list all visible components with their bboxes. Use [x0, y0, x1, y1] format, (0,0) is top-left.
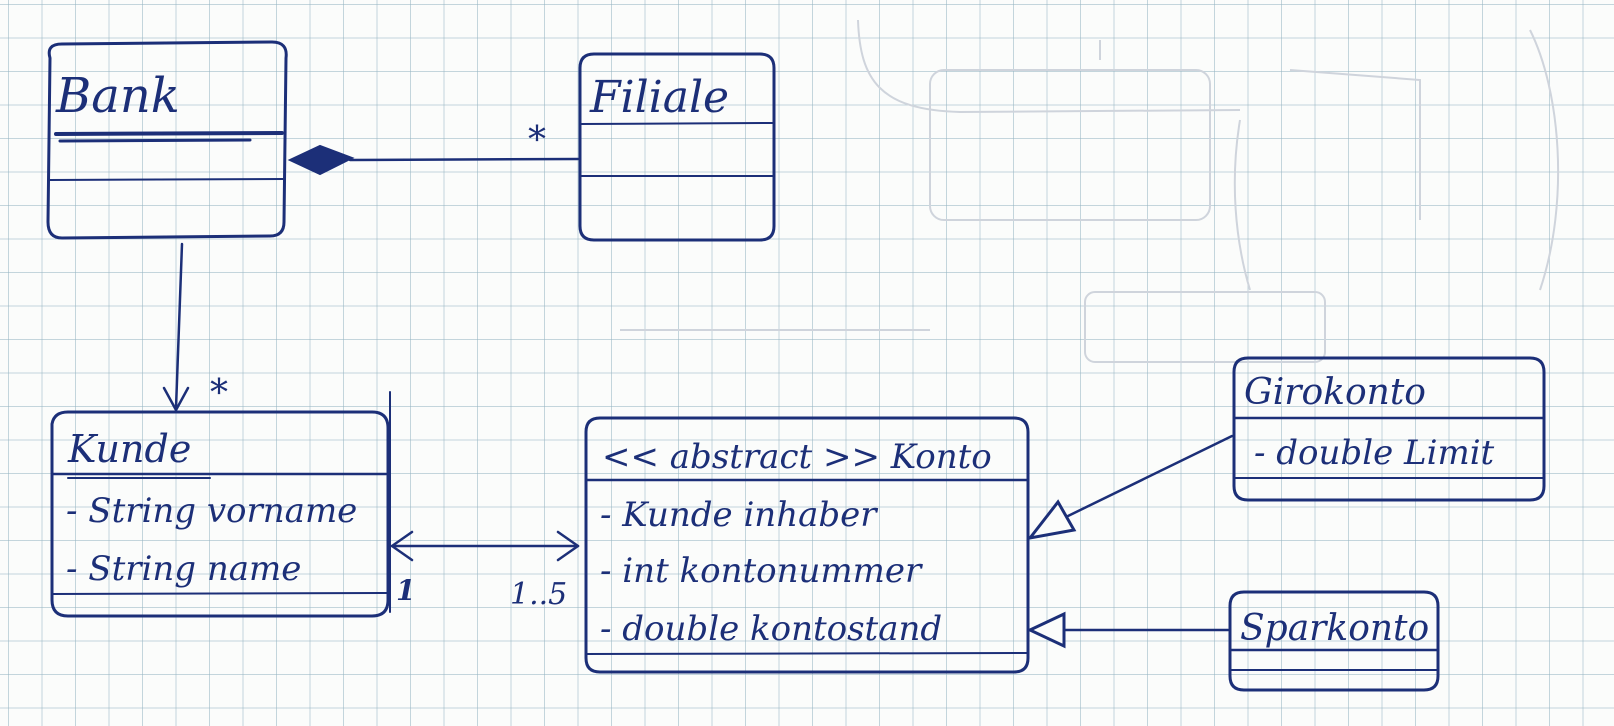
class-girokonto: Girokonto - double Limit [1232, 356, 1546, 502]
class-name-bank: Bank [55, 68, 180, 124]
association-bank-kunde: * [162, 242, 228, 414]
attribute-konto-kontonummer: - int kontonummer [600, 551, 923, 591]
inheritance-triangle-icon [1026, 499, 1077, 541]
generalization-girokonto-konto [1026, 434, 1234, 541]
arrowhead-icon [162, 386, 190, 412]
erased-sketch [620, 19, 1560, 363]
multiplicity-konto-end: 1..5 [510, 577, 567, 612]
attribute-konto-inhaber: - Kunde inhaber [600, 495, 878, 535]
multiplicity-kunde: * [210, 373, 228, 414]
arrowhead-left-icon [390, 530, 414, 562]
attribute-girokonto-limit: - double Limit [1254, 433, 1495, 473]
class-bank: Bank [46, 40, 288, 240]
composition-bank-filiale: * [287, 120, 580, 176]
class-name-sparkonto: Sparkonto [1240, 608, 1429, 649]
multiplicity-filiale: * [528, 120, 546, 161]
attribute-kunde-vorname: - String vorname [66, 491, 357, 531]
generalization-sparkonto-konto [1026, 611, 1230, 649]
association-kunde-konto: 1 1..5 [390, 530, 580, 612]
arrowhead-right-icon [556, 530, 580, 562]
class-name-kunde: Kunde [67, 427, 191, 471]
attribute-kunde-name: - String name [66, 549, 301, 589]
class-name-girokonto: Girokonto [1244, 372, 1426, 413]
class-filiale: Filiale [578, 52, 776, 242]
multiplicity-kunde-end: 1 [396, 574, 415, 607]
class-kunde: Kunde - String vorname - String name [50, 391, 391, 618]
class-name-filiale: Filiale [589, 72, 729, 123]
class-konto: << abstract >> Konto - Kunde inhaber - i… [584, 416, 1030, 674]
class-sparkonto: Sparkonto [1228, 590, 1440, 692]
attribute-konto-kontostand: - double kontostand [600, 609, 942, 649]
inheritance-triangle-icon [1026, 611, 1066, 649]
composition-diamond-icon [287, 144, 355, 176]
class-name-konto: << abstract >> Konto [602, 437, 992, 477]
